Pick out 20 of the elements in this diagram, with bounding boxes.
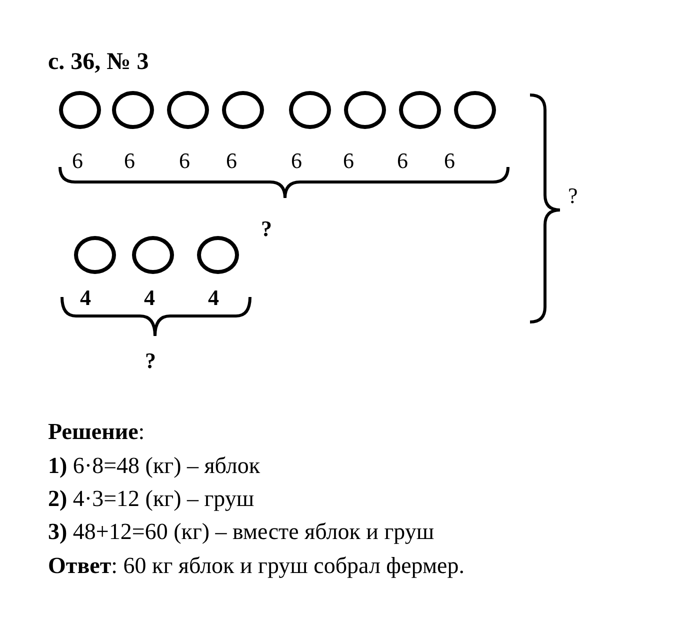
- number-label: 6: [291, 150, 302, 172]
- question-mark: ?: [261, 218, 272, 240]
- number-label: 6: [72, 150, 83, 172]
- solution-line: 1) 6·8=48 (кг) – яблок: [48, 454, 260, 477]
- question-mark: ?: [568, 185, 578, 207]
- number-label: 6: [444, 150, 455, 172]
- number-label: 6: [343, 150, 354, 172]
- solution-line: 2) 4·3=12 (кг) – груш: [48, 487, 254, 510]
- title: с. 36, № 3: [48, 50, 149, 74]
- number-label: 4: [208, 287, 219, 309]
- number-label: 6: [397, 150, 408, 172]
- answer-text: Ответ: 60 кг яблок и груш собрал фермер.: [48, 554, 464, 577]
- heading-text: Решение:: [48, 420, 145, 443]
- number-label: 6: [226, 150, 237, 172]
- number-label: 4: [80, 287, 91, 309]
- number-label: 4: [144, 287, 155, 309]
- question-mark: ?: [145, 350, 156, 372]
- number-label: 6: [179, 150, 190, 172]
- solution-line: 3) 48+12=60 (кг) – вместе яблок и груш: [48, 520, 434, 543]
- number-label: 6: [124, 150, 135, 172]
